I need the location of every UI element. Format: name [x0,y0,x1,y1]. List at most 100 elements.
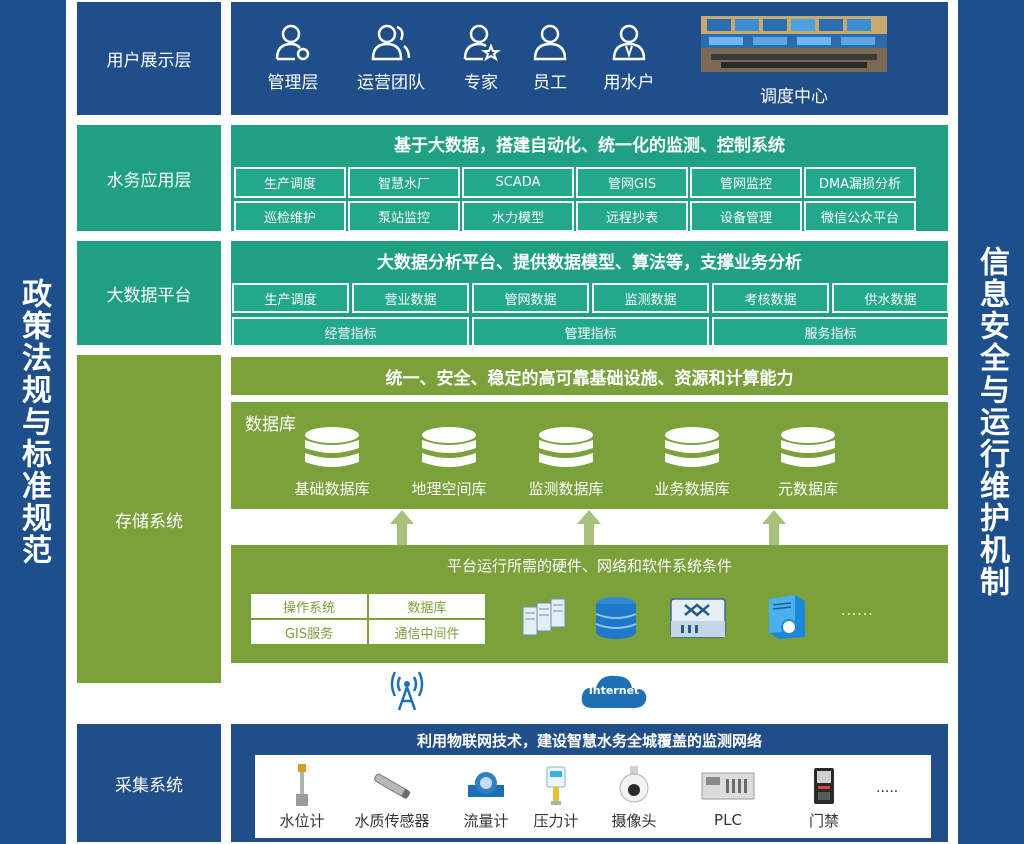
water-app-item: 管网监控 [690,167,802,198]
manager-person-icon [275,24,310,61]
right-security-bar: 信息安全与运行维护机制 [958,0,1024,844]
layer-label-storage-text: 存储系统 [115,511,183,532]
user-item-ops-team: 运营团队 [351,12,431,93]
water-app-item: 泵站监控 [348,201,460,232]
device-label: 压力计 [533,812,579,830]
database-icon [665,427,719,467]
hardware-more-dots: ······ [841,607,874,623]
database-icon [539,427,593,467]
user-label-ops-team: 运营团队 [357,73,425,93]
device-pressure-gauge: 压力计 [511,762,601,831]
dome-camera-icon [619,766,649,803]
bigdata-metric: 服务指标 [712,317,949,347]
device-plc: PLC [683,762,773,829]
bigdata-banner: 大数据分析平台、提供数据模型、算法等，支撑业务分析 [231,241,948,279]
water-app-item: 水力模型 [462,201,574,232]
device-label: 水位计 [279,812,325,830]
user-label-water-user: 用水户 [603,73,655,93]
software-cell: GIS服务 [251,620,367,644]
water-app-item: 远程抄表 [576,201,688,232]
bigdata-item: 管网数据 [472,283,589,313]
plc-controller-icon [701,772,755,800]
database-label: 元数据库 [777,480,838,498]
database-panel: 数据库 基础数据库 地理空间库 监测数据库业务数据库 元数据库 [231,402,948,509]
software-cell: 操作系统 [251,594,367,618]
database-item: 监测数据库 [511,426,621,499]
dispatch-center-photo [701,16,887,72]
user-label-staff: 员工 [533,73,567,93]
database-item: 地理空间库 [394,426,504,499]
water-app-item: 管网GIS [576,167,688,198]
water-app-banner: 基于大数据，搭建自动化、统一化的监测、控制系统 [231,125,948,162]
user-item-water-user: 用水户 [589,12,669,93]
water-app-item: 生产调度 [234,167,346,198]
water-quality-sensor-icon [374,773,411,799]
left-policy-text: 政策法规与标准规范 [16,278,51,566]
staff-person-icon [533,24,567,61]
device-label: 门禁 [808,812,839,830]
devices-more-dots: ····· [876,784,899,800]
water-app-item: 设备管理 [690,201,802,232]
up-arrow-icon [762,510,786,546]
layer-label-storage: 存储系统 [77,355,221,683]
platform-title: 平台运行所需的硬件、网络和软件系统条件 [446,557,732,575]
software-cell: 数据库 [369,594,485,618]
database-icon [781,427,835,467]
user-item-management: 管理层 [253,12,333,93]
database-item: 元数据库 [753,426,863,499]
database-item: 业务数据库 [637,426,747,499]
pressure-gauge-icon [546,766,566,805]
layer-label-collect-text: 采集系统 [115,775,183,796]
internet-label: Internet [588,684,640,697]
device-label: PLC [714,811,742,829]
layer-label-water-text: 水务应用层 [106,170,192,191]
platform-panel: 平台运行所需的硬件、网络和软件系统条件 操作系统 数据库 GIS服务 通信中间件… [231,545,948,663]
device-flow-meter: 流量计 [441,762,531,831]
layer-label-collect: 采集系统 [77,724,221,842]
bigdata-item: 营业数据 [352,283,469,313]
user-label-expert: 专家 [464,73,498,93]
server-tower-icon [769,595,805,639]
database-icon [305,427,359,467]
database-label: 业务数据库 [654,480,730,498]
storage-disk-icon [595,597,637,639]
user-item-staff: 员工 [510,12,590,93]
bigdata-metric: 管理指标 [472,317,709,347]
layer-label-bigdata-text: 大数据平台 [106,285,192,306]
water-app-item: SCADA [462,167,574,198]
bigdata-metric: 经营指标 [232,317,469,347]
water-app-item: 巡检维护 [234,201,346,232]
layer-label-user: 用户展示层 [77,2,221,115]
layer-label-user-text: 用户展示层 [106,51,192,71]
software-cell: 通信中间件 [369,620,485,644]
internet-cloud-icon [581,675,647,708]
left-policy-bar: 政策法规与标准规范 [0,0,66,844]
team-icon [371,24,411,61]
wireless-antenna-icon [390,671,424,711]
server-cluster-icon [522,598,566,636]
right-security-text: 信息安全与运行维护机制 [974,246,1009,598]
collect-panel: 利用物联网技术，建设智慧水务全城覆盖的监测网络 水位计 水质传感器 流量计 压力… [231,724,948,842]
database-item: 基础数据库 [277,426,387,499]
water-level-meter-icon [296,764,308,806]
layer-label-water: 水务应用层 [77,125,221,231]
water-app-item: DMA漏损分析 [804,167,916,198]
expert-star-person-icon [463,24,501,62]
device-camera: 摄像头 [589,762,679,831]
database-icon [422,427,476,467]
network-switch-icon [670,598,726,638]
collect-banner: 利用物联网技术，建设智慧水务全城覆盖的监测网络 [416,732,762,750]
database-label: 地理空间库 [411,480,487,498]
bigdata-item: 监测数据 [592,283,709,313]
water-user-person-icon [612,24,646,61]
database-title: 数据库 [245,415,296,435]
bigdata-item: 供水数据 [832,283,949,313]
user-display-panel: 管理层 运营团队 专家 员工 用水户 调度中心 [231,2,948,115]
storage-banner: 统一、安全、稳定的高可靠基础设施、资源和计算能力 [231,357,948,395]
water-app-item: 微信公众平台 [804,201,916,232]
device-water-quality: 水质传感器 [337,762,447,831]
database-label: 基础数据库 [294,480,370,498]
device-water-level: 水位计 [257,762,347,831]
flow-meter-icon [468,772,504,797]
layer-label-bigdata: 大数据平台 [77,241,221,345]
